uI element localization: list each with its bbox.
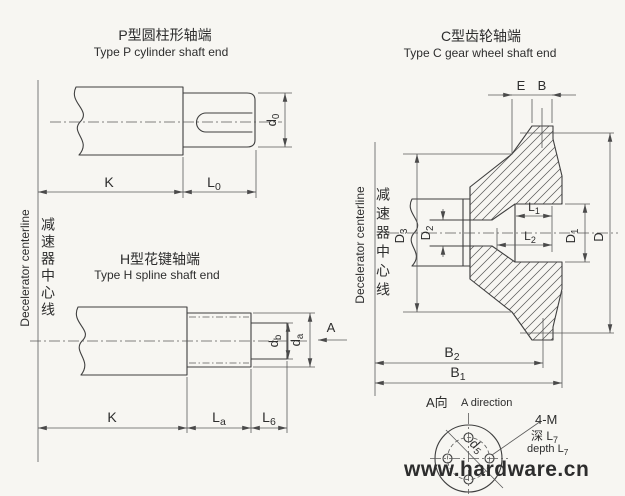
a-view-label-en: A direction [461,397,512,409]
h-label-A: A [327,320,336,335]
p-dim-d0: d0 [264,113,282,126]
c-dim-B1: B1 [450,364,465,383]
a-view-label-zh: A向 [426,395,448,410]
c-dim-L2: L2 [524,229,536,245]
c-dim-B: B [538,78,547,93]
a-view-depth-en: depth L7 [527,443,569,457]
h-spline-section [186,312,252,368]
p-small-cylinder [182,92,256,148]
c-dim-E: E [517,78,526,93]
c-dim-D: D [591,232,606,241]
thread-leader-line [491,420,542,456]
p-title-en: Type P cylinder shaft end [94,45,229,59]
c-gear-upper-section [469,125,563,221]
h-shaft-drawing: A K La L6 db da [30,306,347,433]
c-dim-B2: B2 [444,344,459,363]
left-centerline-label-zh: 减速器中心线 [40,217,56,319]
h-title-zh: H型花键轴端 [120,251,200,267]
p-large-cylinder [73,86,184,156]
c-dim-D3: D3 [392,229,410,244]
c-dim-D1: D1 [563,229,581,244]
a-view-thread: 4-M [535,412,557,427]
flange-crosshair-centerlines [430,413,508,494]
left-decelerator-centerline: Decelerator centerline [18,80,39,462]
left-centerline-label-en: Decelerator centerline [18,209,32,327]
p-title-zh: P型圆柱形轴端 [118,27,211,43]
h-dim-L6: L6 [262,409,276,428]
p-dim-L0: L0 [207,174,221,193]
h-title-en: Type H spline shaft end [94,268,219,282]
c-centerline-label-zh: 减速器中心线 [375,187,391,301]
h-dim-da: da [288,333,306,346]
h-dim-La: La [212,409,226,428]
h-dim-K: K [107,409,117,425]
h-spline-pitch-lines [189,316,249,364]
c-title-zh: C型齿轮轴端 [441,28,521,44]
c-dim-L1: L1 [528,200,540,216]
watermark: www.hardware.cn [403,458,589,481]
p-dim-K: K [104,174,114,190]
c-centerline-label-en: Decelerator centerline [353,186,367,304]
p-shaft-drawing: K L0 d0 [38,86,292,198]
h-dim-db: db [266,334,284,347]
c-gear-drawing: Decelerator centerline E B D D1 D3 D2 [353,78,618,396]
c-title-en: Type C gear wheel shaft end [404,46,557,60]
a-view-depth-zh: 深 L7 [531,429,558,445]
d5-diameter-line [445,429,504,489]
c-gear-lower-section [469,245,563,341]
p-keyway-slot [195,112,253,133]
